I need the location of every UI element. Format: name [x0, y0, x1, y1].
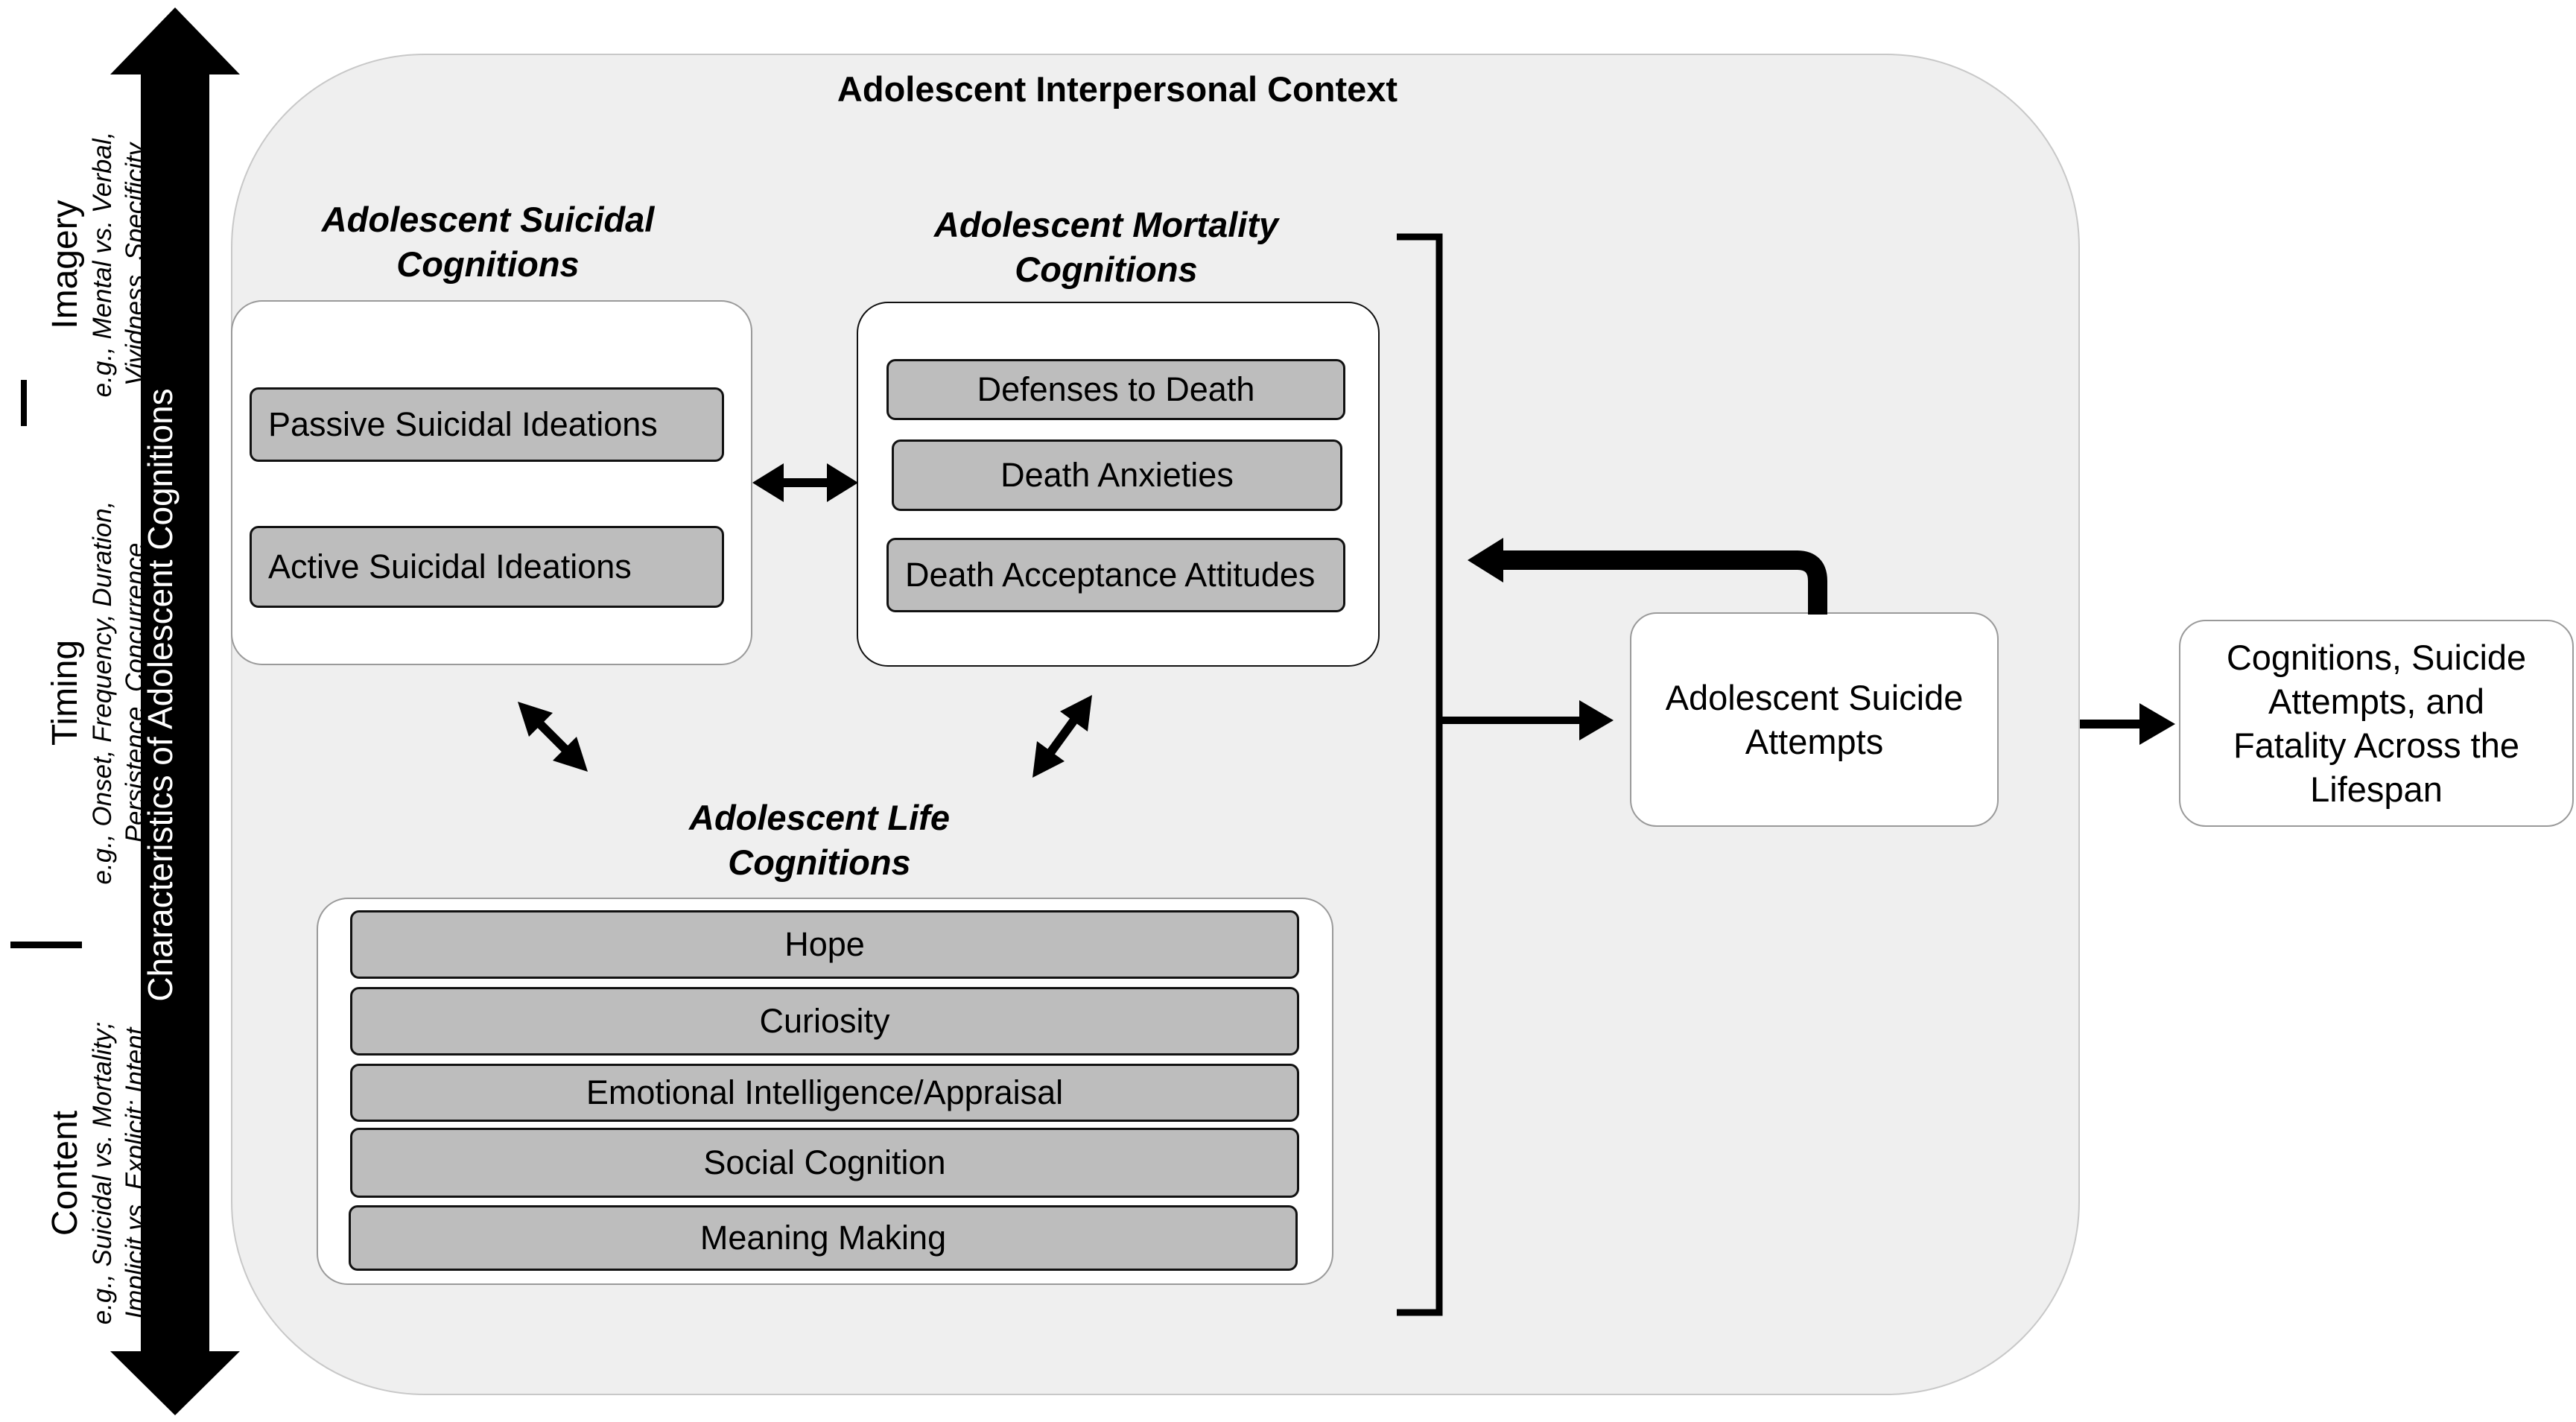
attempts-line2: Attempts: [1745, 722, 1884, 761]
characteristics-axis-arrow: [110, 7, 240, 1415]
double-arrow-mortality-life: [1032, 695, 1092, 778]
timing-sub2: Persistence, Concurrence: [121, 542, 150, 843]
item-passive-suicidal-ideations: Passive Suicidal Ideations: [250, 387, 724, 462]
lifespan-line3: Fatality Across the: [2233, 726, 2519, 765]
content-characteristic: Content e.g., Suicidal vs. Mortality; Im…: [45, 961, 156, 1386]
lifespan-line2: Attempts, and: [2268, 682, 2484, 721]
item-social-cognition: Social Cognition: [350, 1128, 1299, 1198]
cognitions-bracket: [1397, 233, 1443, 1316]
item-curiosity: Curiosity: [350, 987, 1299, 1056]
content-head: Content: [45, 1110, 85, 1237]
suicidal-title-line2: Cognitions: [396, 244, 580, 284]
double-arrow-suicidal-mortality: [752, 463, 858, 502]
content-sub2: Implicit vs. Explicit; Intent: [121, 1027, 150, 1319]
feedback-arrow-attempts-to-bracket: [1468, 538, 1827, 615]
item-active-suicidal-ideations: Active Suicidal Ideations: [250, 526, 724, 608]
item-meaning-making: Meaning Making: [349, 1205, 1298, 1271]
imagery-head: Imagery: [45, 200, 85, 329]
life-title-line2: Cognitions: [728, 842, 911, 882]
mortality-title-line2: Cognitions: [1015, 250, 1198, 289]
imagery-characteristic: Imagery e.g., Mental vs. Verbal, Vividne…: [45, 108, 156, 421]
mortality-cognitions-title: Adolescent Mortality Cognitions: [864, 203, 1348, 292]
lifespan-line4: Lifespan: [2310, 769, 2443, 809]
lifespan-line1: Cognitions, Suicide: [2226, 638, 2527, 677]
imagery-sub1: e.g., Mental vs. Verbal,: [88, 131, 117, 398]
suicide-attempts-box: Adolescent Suicide Attempts: [1630, 612, 1999, 827]
double-arrow-suicidal-life: [518, 702, 588, 772]
imagery-sub2: Vividness, Specificity: [121, 142, 150, 387]
life-title-line1: Adolescent Life: [689, 798, 950, 837]
arrow-attempts-to-lifespan: [2080, 703, 2175, 745]
item-death-anxieties: Death Anxieties: [892, 439, 1342, 511]
timing-sub1: e.g., Onset, Frequency, Duration,: [88, 501, 117, 885]
suicidal-title-line1: Adolescent Suicidal: [321, 200, 655, 239]
arrow-bracket-to-attempts: [1442, 700, 1614, 740]
separator-timing-content: [10, 942, 82, 948]
life-cognitions-title: Adolescent Life Cognitions: [581, 796, 1058, 885]
item-hope: Hope: [350, 910, 1299, 979]
timing-characteristic: Timing e.g., Onset, Frequency, Duration,…: [45, 469, 156, 916]
mortality-title-line1: Adolescent Mortality: [933, 205, 1279, 244]
item-emotional-intelligence: Emotional Intelligence/Appraisal: [350, 1064, 1299, 1122]
content-sub1: e.g., Suicidal vs. Mortality;: [88, 1021, 117, 1325]
lifespan-outcomes-box: Cognitions, Suicide Attempts, and Fatali…: [2179, 620, 2574, 827]
attempts-line1: Adolescent Suicide: [1665, 678, 1964, 717]
item-defenses-to-death: Defenses to Death: [886, 359, 1345, 420]
timing-head: Timing: [45, 639, 85, 746]
context-title: Adolescent Interpersonal Context: [837, 69, 1398, 109]
suicidal-cognitions-title: Adolescent Suicidal Cognitions: [268, 197, 708, 287]
separator-imagery-timing: [21, 380, 27, 426]
item-death-acceptance-attitudes: Death Acceptance Attitudes: [886, 538, 1345, 612]
